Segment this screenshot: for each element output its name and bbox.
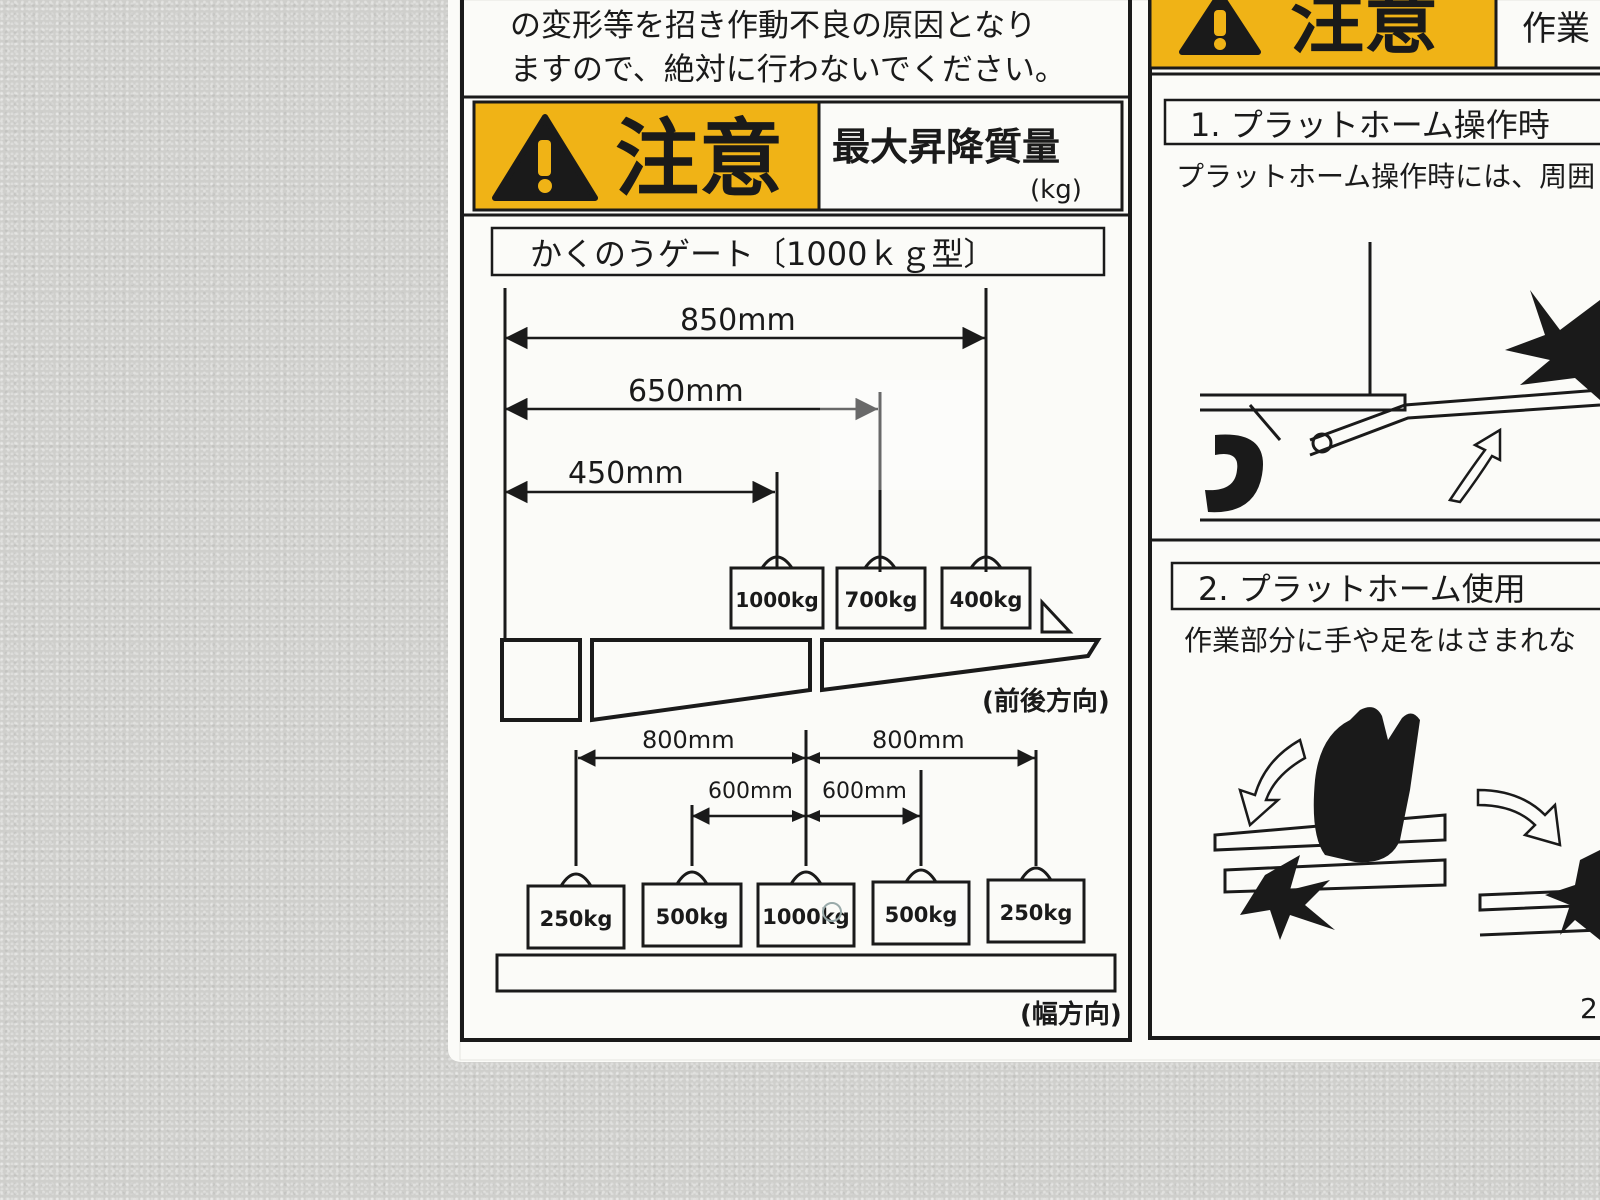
- hand-pinch-illustration: [1213, 707, 1600, 940]
- weight-1000kg-center: 1000kg: [756, 870, 856, 948]
- section1-title: 1. プラットホーム操作時: [1190, 106, 1550, 144]
- front-rear-diagram: 850mm 650mm 450mm 1000kg 700kg: [500, 288, 1110, 723]
- warning-triangle-icon-right: [1179, 0, 1261, 55]
- platform-operation-illustration: [1200, 242, 1600, 522]
- dim-600-left: 600mm: [708, 779, 793, 804]
- section1-text: プラットホーム操作時には、周囲: [1176, 160, 1595, 193]
- weight-400kg: 400kg: [940, 555, 1032, 630]
- header-fragment: 作業: [1522, 9, 1590, 49]
- curved-arrow-icon: [1476, 788, 1562, 847]
- stopper-flap: [1040, 598, 1074, 634]
- weight-1000kg: 1000kg: [729, 555, 825, 630]
- gate-post: [500, 638, 582, 722]
- glare-spot: [820, 380, 980, 490]
- caution-word-right: 注意: [1290, 0, 1438, 64]
- weight-700kg: 700kg: [835, 555, 927, 630]
- svg-text:1000kg: 1000kg: [762, 905, 849, 929]
- platform-width-bar: [495, 953, 1117, 993]
- weight-250kg-right: 250kg: [986, 866, 1086, 944]
- platform-segment-2: [820, 638, 1102, 693]
- front-rear-label: (前後方向): [982, 686, 1110, 717]
- curved-arrow-icon: [1447, 427, 1502, 504]
- dim-850: 850mm: [680, 303, 796, 338]
- dim-450: 450mm: [568, 456, 684, 491]
- svg-text:500kg: 500kg: [885, 903, 958, 927]
- page-fragment: 2: [1580, 992, 1598, 1025]
- right-warning-panel: 注意 作業 1. プラットホーム操作時 プラットホーム操作時には、周囲 2. プ…: [1148, 0, 1600, 1040]
- dim-650: 650mm: [628, 374, 744, 409]
- hand-icon: [1313, 707, 1420, 863]
- section2-text: 作業部分に手や足をはさまれな: [1184, 624, 1576, 657]
- impact-burst-icon: [1505, 290, 1600, 400]
- curved-arrow-icon: [1238, 738, 1307, 828]
- impact-burst-icon: [1240, 855, 1335, 940]
- width-diagram: 800mm 800mm 600mm 600mm 250kg: [495, 726, 1122, 1030]
- dim-800-left: 800mm: [642, 726, 735, 754]
- svg-text:1000kg: 1000kg: [735, 588, 818, 612]
- weight-500kg-right: 500kg: [871, 868, 971, 946]
- heading-unit: (kg): [1030, 175, 1082, 205]
- svg-text:400kg: 400kg: [950, 588, 1023, 612]
- section2-title: 2. プラットホーム使用: [1198, 570, 1526, 608]
- max-lift-mass-heading: 最大昇降質量: [832, 125, 1060, 169]
- weight-500kg-left: 500kg: [641, 870, 743, 948]
- dim-800-right: 800mm: [872, 726, 965, 754]
- caution-word: 注意: [615, 110, 783, 208]
- svg-text:500kg: 500kg: [656, 905, 729, 929]
- gate-title: かくのうゲート〔1000ｋｇ型〕: [530, 235, 995, 273]
- svg-text:250kg: 250kg: [540, 907, 613, 931]
- svg-text:700kg: 700kg: [845, 588, 918, 612]
- weight-250kg-left: 250kg: [526, 872, 626, 950]
- dim-600-right: 600mm: [822, 779, 907, 804]
- platform-segment-1: [590, 638, 812, 723]
- left-warning-panel: の変形等を招き作動不良の原因となり ますので、絶対に行わないでください。 注意 …: [460, 0, 1132, 1042]
- top-note-line2: ますので、絶対に行わないでください。: [510, 52, 1066, 88]
- width-label: (幅方向): [1020, 999, 1122, 1030]
- top-note-line1: の変形等を招き作動不良の原因となり: [510, 8, 1036, 44]
- sticker-sheet: [448, 0, 1600, 1062]
- svg-text:250kg: 250kg: [1000, 901, 1073, 925]
- warning-triangle-icon: [492, 114, 598, 201]
